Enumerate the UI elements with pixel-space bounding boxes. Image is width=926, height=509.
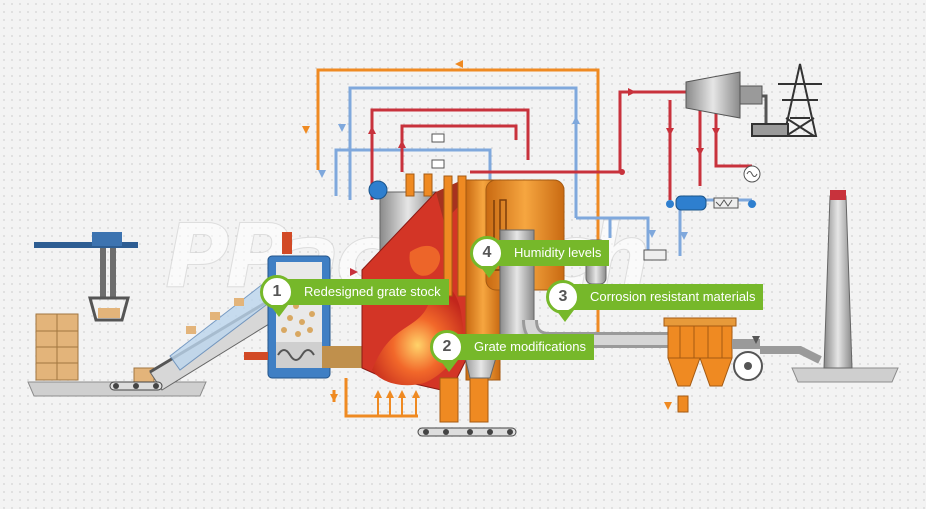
steam-lines — [370, 90, 752, 200]
inclined-conveyor — [109, 279, 283, 391]
biomass-bales — [35, 313, 155, 383]
callout-number-badge: 3 — [546, 280, 580, 314]
callout-pointer — [270, 305, 288, 317]
callout-pointer — [480, 266, 498, 278]
steam-drums — [405, 133, 467, 297]
electricity-pylon — [751, 63, 822, 137]
callout-number-badge: 1 — [260, 275, 294, 309]
generator-symbol — [743, 165, 761, 183]
gantry-crane — [34, 232, 138, 322]
flue-arrows — [302, 60, 463, 402]
callout-label: Redesigned grate stock — [304, 284, 441, 299]
callout-label: Grate modifications — [474, 339, 586, 354]
callout-humidity-levels[interactable]: 4 Humidity levels — [470, 236, 610, 278]
callout-pointer — [440, 360, 458, 372]
bottom-air-arrows — [374, 390, 420, 416]
callout-pointer — [556, 310, 574, 322]
ground-right — [791, 367, 899, 383]
callout-number-badge: 4 — [470, 236, 504, 270]
callout-grate-modifications[interactable]: 2 Grate modifications — [430, 330, 594, 372]
callout-corrosion-resistant-materials[interactable]: 3 Corrosion resistant materials — [546, 280, 764, 322]
callout-redesigned-grate-stock[interactable]: 1 Redesigned grate stock — [260, 275, 449, 317]
chimney-stack — [823, 190, 853, 369]
callout-label: Corrosion resistant materials — [590, 289, 756, 304]
callout-label: Humidity levels — [514, 245, 602, 260]
bag-filter — [663, 317, 737, 413]
induced-draft-fan — [732, 336, 822, 381]
feedwater-arrows — [318, 116, 688, 240]
callout-number-badge: 2 — [430, 330, 464, 364]
pump-and-heat-exchangers — [619, 169, 756, 261]
steam-arrows — [350, 88, 720, 276]
steam-turbine — [685, 71, 768, 124]
ash-conveyor — [417, 427, 517, 437]
